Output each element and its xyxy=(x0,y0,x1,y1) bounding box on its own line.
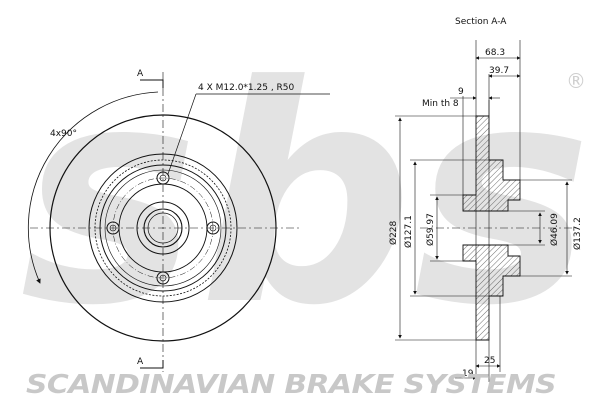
dim-min-thickness: Min th 8 xyxy=(422,99,459,109)
section-marker-bottom-line xyxy=(140,360,164,369)
bolt-holes xyxy=(106,171,220,285)
hub-boss-circle xyxy=(136,201,190,255)
bolt-circle xyxy=(112,177,214,279)
dim-hub-diameter: Ø137.2 xyxy=(572,217,583,250)
disc-outer-circle xyxy=(49,114,277,342)
center-bore-circle xyxy=(143,208,183,248)
dim-hat-depth: 39.7 xyxy=(489,66,509,76)
bolt-hole-left xyxy=(106,221,120,235)
bolt-hole-bottom xyxy=(156,271,170,285)
dim-offset-25: 25 xyxy=(484,356,495,366)
drum-inner-circle-2 xyxy=(104,169,222,287)
dim-centre-bore: Ø59.97 xyxy=(425,213,436,246)
section-marker-top-line xyxy=(140,79,164,88)
angle-label: 4x90° xyxy=(50,129,77,139)
angle-arc xyxy=(27,91,159,284)
dim-thickness: 9 xyxy=(458,87,464,97)
brand-footer: SCANDINAVIAN BRAKE SYSTEMS xyxy=(26,370,556,400)
drum-outer-circle xyxy=(88,153,238,303)
section-dimensions xyxy=(395,40,572,382)
front-view xyxy=(27,72,330,372)
thread-label: 4 X M12.0*1.25 , R50 xyxy=(198,83,295,93)
bolt-hole-right xyxy=(206,221,220,235)
dim-offset-19: 19 xyxy=(462,369,474,379)
center-bore-inner xyxy=(147,212,179,244)
drum-tooth-ring xyxy=(94,159,232,297)
bolt-hole-top xyxy=(156,171,170,185)
dim-width-total: 68.3 xyxy=(485,48,505,58)
dim-bore-inner: Ø46.09 xyxy=(549,213,560,246)
dim-friction-inner-diameter: Ø127.1 xyxy=(403,215,414,248)
registered-mark: ® xyxy=(566,69,586,93)
drum-inner-circle xyxy=(99,164,227,292)
dim-outer-diameter: Ø228 xyxy=(388,220,399,245)
section-title: Section A-A xyxy=(455,17,507,27)
thread-leader-line xyxy=(167,93,197,175)
section-marker-top: A xyxy=(137,69,144,79)
section-marker-bottom: A xyxy=(137,357,144,367)
